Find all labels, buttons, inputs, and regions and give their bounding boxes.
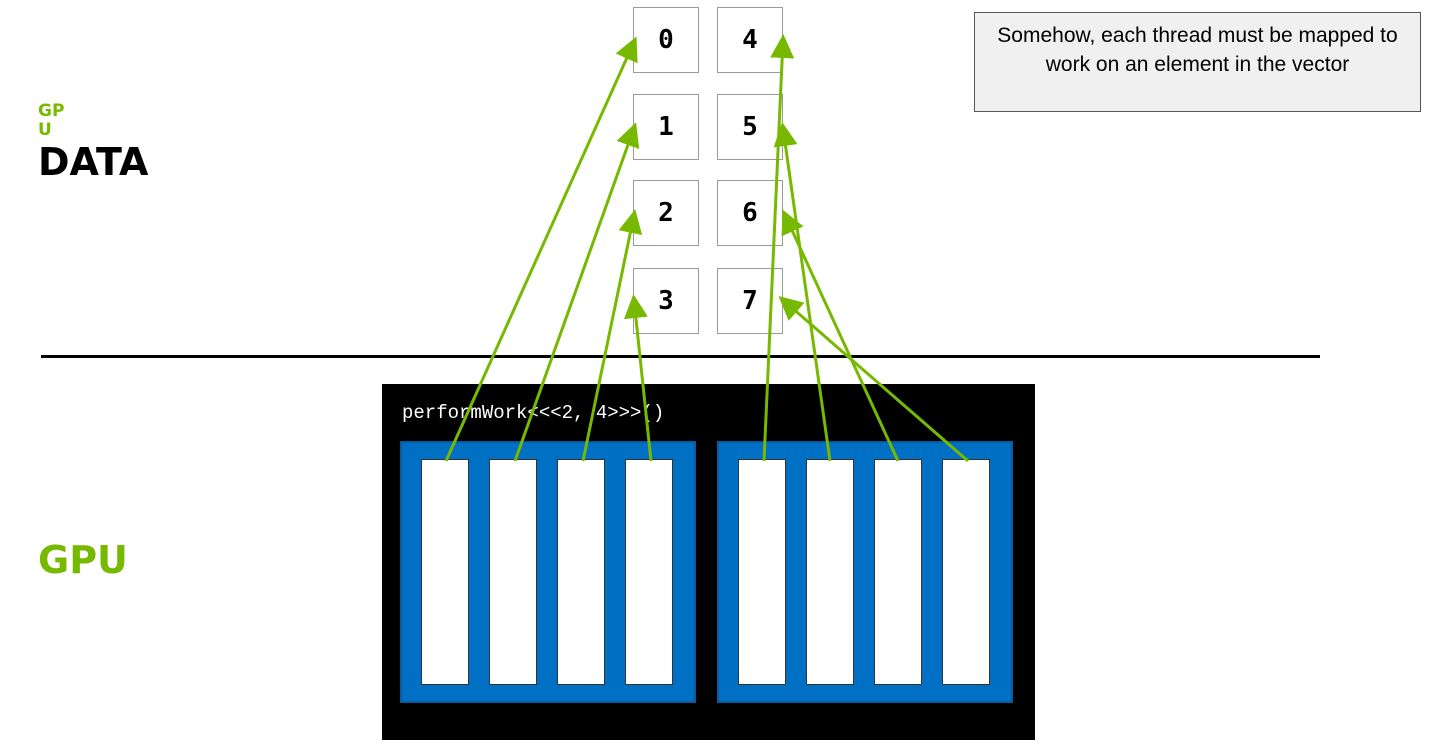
thread-2: [557, 459, 605, 685]
vector-element-3: 3: [633, 268, 699, 334]
gpu-small-label: GPU: [38, 101, 65, 140]
gpu-label: GPU: [38, 538, 128, 582]
vector-element-5: 5: [717, 94, 783, 160]
thread-0: [421, 459, 469, 685]
vector-element-7: 7: [717, 268, 783, 334]
thread-7: [942, 459, 990, 685]
vector-element-6: 6: [717, 180, 783, 246]
thread-6: [874, 459, 922, 685]
thread-3: [625, 459, 673, 685]
thread-1: [489, 459, 537, 685]
cpu-gpu-divider: [41, 355, 1320, 358]
thread-4: [738, 459, 786, 685]
data-label: DATA: [38, 140, 149, 184]
vector-element-4: 4: [717, 7, 783, 73]
vector-element-1: 1: [633, 94, 699, 160]
vector-element-0: 0: [633, 7, 699, 73]
callout-note: Somehow, each thread must be mapped to w…: [974, 12, 1421, 112]
vector-element-2: 2: [633, 180, 699, 246]
thread-5: [806, 459, 854, 685]
kernel-launch-code: performWork<<<2, 4>>>(): [402, 402, 665, 424]
